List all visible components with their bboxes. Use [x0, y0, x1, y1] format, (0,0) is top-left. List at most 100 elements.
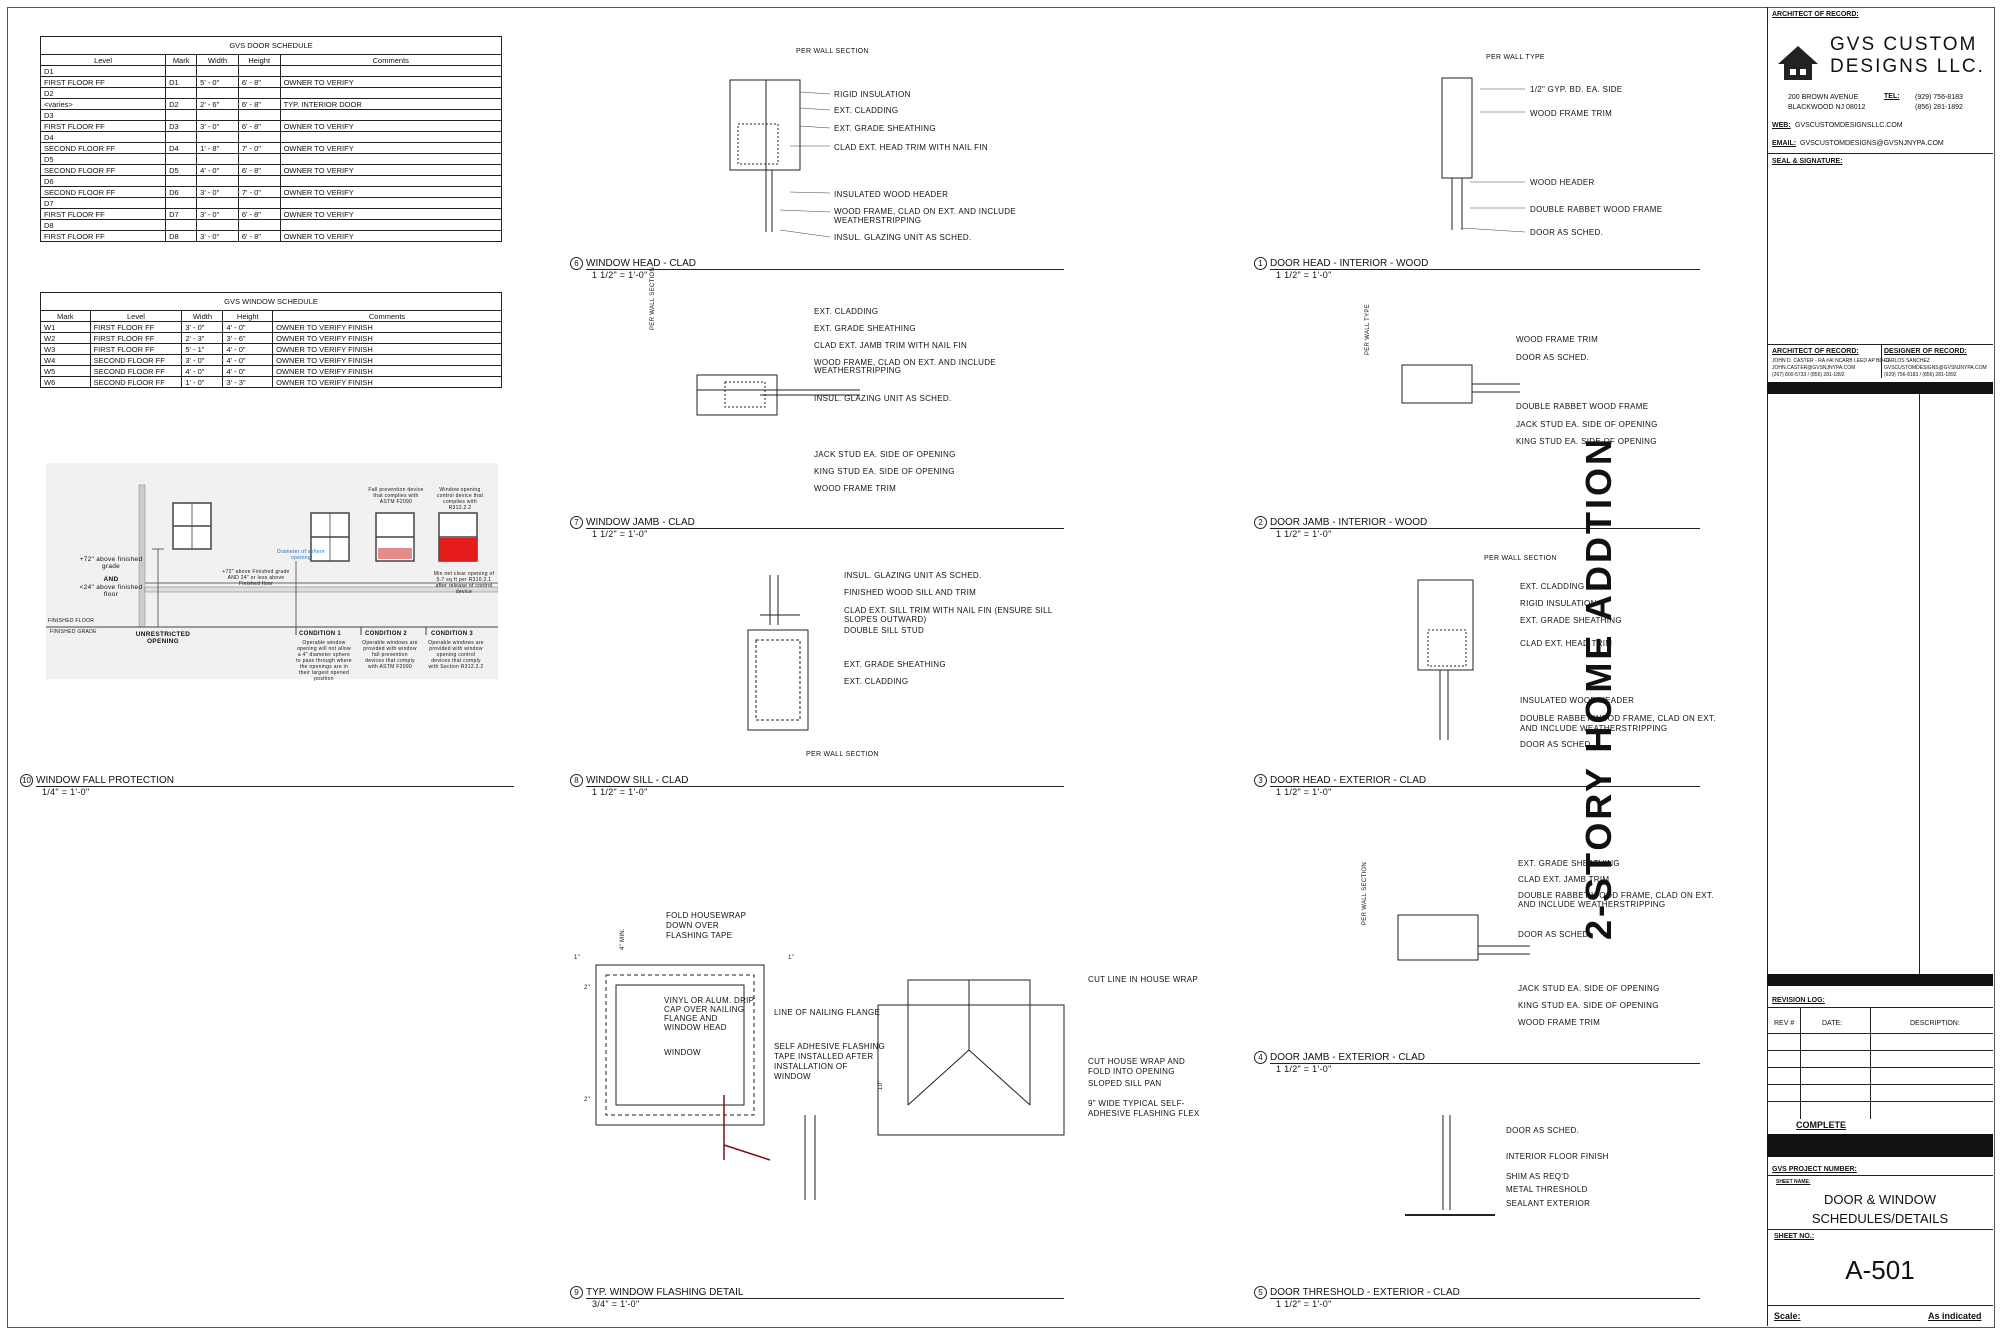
callout-label: DOOR AS SCHED.	[1516, 353, 1590, 362]
sheet-border	[7, 7, 1995, 1328]
title-underline	[1270, 269, 1700, 270]
callout-label: WOOD FRAME TRIM	[1518, 1018, 1601, 1027]
fall-protection-diagram: +72" above finished grade AND <24" above…	[46, 463, 498, 682]
and-label: AND	[103, 576, 119, 583]
address-line-2: BLACKWOOD NJ 08012	[1788, 104, 1866, 111]
rev-col-1: REV #	[1774, 1020, 1795, 1027]
detail-title-text: DOOR HEAD - INTERIOR - WOOD	[1270, 258, 1429, 270]
condition-2-text: Operable windows are provided with windo…	[362, 640, 418, 670]
dimension-label: 2"	[584, 1097, 591, 1103]
email-link[interactable]: GVSCUSTOMDESIGNS@GVSNJNYPA.COM	[1800, 140, 1944, 147]
callout-label: VINYL OR ALUM. DRIP	[664, 996, 755, 1005]
reference-note: PER WALL TYPE	[1365, 303, 1371, 355]
callout-label: WINDOW HEAD	[664, 1023, 727, 1032]
title-underline	[36, 786, 514, 787]
detail-scale: 1/4" = 1'-0"	[42, 787, 90, 797]
tel-1: (929) 756-8183	[1915, 94, 1963, 101]
condition-3-text: Operable windows are provided with windo…	[428, 640, 484, 670]
callout-label: EXT. GRADE SHEATHING	[844, 660, 946, 669]
callout-label: LINE OF NAILING FLANGE	[774, 1008, 881, 1017]
detail-number: 8	[570, 774, 583, 787]
title-underline	[1270, 1063, 1700, 1064]
dor-label: DESIGNER OF RECORD:	[1884, 348, 1967, 355]
sheet-name-line-1: DOOR & WINDOW	[1824, 1192, 1936, 1207]
detail-number: 2	[1254, 516, 1267, 529]
callout-label: DOOR AS SCHED.	[1520, 740, 1594, 749]
callout-label: INTERIOR FLOOR FINISH	[1506, 1152, 1609, 1161]
callout-label: EXT. GRADE SHEATHING	[834, 124, 936, 133]
callout-label: DOOR AS SCHED.	[1506, 1126, 1580, 1135]
revision-column-divider	[1800, 1007, 1801, 1119]
company-logo	[1774, 42, 1822, 82]
callout-label: EXT. GRADE SHEATHING	[814, 324, 916, 333]
revision-row	[1767, 1101, 1993, 1102]
callout-label: SEALANT EXTERIOR	[1506, 1199, 1591, 1208]
revision-column-divider	[1870, 1007, 1871, 1119]
callout-label: SLOPED SILL PAN	[1088, 1079, 1162, 1088]
title-underline	[1270, 786, 1700, 787]
callout-label: TAPE INSTALLED AFTER	[774, 1052, 874, 1061]
callout-label: 9" WIDE TYPICAL SELF-	[1088, 1099, 1185, 1108]
callout-label: CLAD EXT. HEAD TRIM WITH NAIL FIN	[834, 143, 988, 152]
detail-title-text: WINDOW HEAD - CLAD	[586, 258, 696, 270]
table-cell: W6	[40, 376, 91, 388]
callout-label: INSUL. GLAZING UNIT AS SCHED.	[844, 571, 982, 580]
email-label: EMAIL:	[1772, 140, 1797, 147]
title-underline	[586, 1298, 1064, 1299]
titleblock-bar-2	[1767, 974, 1993, 986]
callout-label: KING STUD EA. SIDE OF OPENING	[1518, 1001, 1659, 1010]
callout-label: ADHESIVE FLASHING FLEX	[1088, 1109, 1200, 1118]
table-row: D8	[39, 219, 503, 231]
callout-label: EXT. CLADDING	[834, 106, 899, 115]
callout-label: WOOD FRAME TRIM	[814, 484, 897, 493]
titleblock-bar-3	[1767, 1134, 1993, 1157]
sheet-name-label: SHEET NAME:	[1776, 1179, 1811, 1185]
callout-label: DOUBLE RABBET WOOD FRAME, CLAD ON EXT.	[1518, 891, 1714, 900]
titleblock-divider	[1767, 7, 1768, 1326]
condition-1-title: CONDITION 1	[299, 631, 341, 637]
detail-title-text: DOOR THRESHOLD - EXTERIOR - CLAD	[1270, 1287, 1460, 1299]
dor-phone: (929) 756-8183 / (856) 281-1892	[1884, 372, 1957, 378]
detail-scale: 1 1/2" = 1'-0"	[1276, 1064, 1332, 1074]
note-control: Window opening control device that compl…	[436, 487, 484, 511]
callout-label: DOUBLE RABBET WOOD FRAME	[1530, 205, 1663, 214]
callout-label: AND INCLUDE WEATHERSTRIPPING	[1518, 900, 1666, 909]
callout-label: KING STUD EA. SIDE OF OPENING	[1516, 437, 1657, 446]
callout-label: INSUL. GLAZING UNIT AS SCHED.	[814, 394, 952, 403]
table-cell: OWNER TO VERIFY FINISH	[272, 376, 502, 388]
schedule-title: GVS WINDOW SCHEDULE	[40, 292, 502, 310]
callout-label: CLAD EXT. HEAD TRIM	[1520, 639, 1613, 648]
unrestricted-label: UNRESTRICTED OPENING	[135, 631, 191, 645]
dimension-label: 10"	[878, 1080, 884, 1090]
address-line-1: 200 BROWN AVENUE	[1788, 94, 1859, 101]
aor-email: JOHN.CASTER@GVSNJNYPA.COM	[1772, 365, 1856, 371]
aor-label: ARCHITECT OF RECORD:	[1772, 348, 1859, 355]
note-72: +72" above Finished grade AND 24" or les…	[222, 569, 290, 587]
callout-label: WINDOW	[774, 1072, 811, 1081]
callout-label: INSULATED WOOD HEADER	[1520, 696, 1635, 705]
callout-label: INSULATED WOOD HEADER	[834, 190, 949, 199]
callout-label: JACK STUD EA. SIDE OF OPENING	[1518, 984, 1660, 993]
seal-label: SEAL & SIGNATURE:	[1772, 158, 1843, 165]
detail-scale: 3/4" = 1'-0"	[592, 1299, 640, 1309]
titleblock-bar-1	[1767, 382, 1993, 394]
callout-label: 1/2" GYP. BD. EA. SIDE	[1530, 85, 1623, 94]
callout-label: DOOR AS SCHED.	[1530, 228, 1604, 237]
detail-scale: 1 1/2" = 1'-0"	[1276, 270, 1332, 280]
reference-note: PER WALL SECTION	[1362, 861, 1368, 925]
above-floor-label: <24" above finished floor	[79, 584, 143, 598]
web-link[interactable]: GVSCUSTOMDESIGNSLLC.COM	[1795, 122, 1903, 129]
rev-col-3: DESCRIPTION:	[1910, 1020, 1960, 1027]
detail-number: 6	[570, 257, 583, 270]
tel-2: (856) 281-1892	[1915, 104, 1963, 111]
detail-number: 9	[570, 1286, 583, 1299]
